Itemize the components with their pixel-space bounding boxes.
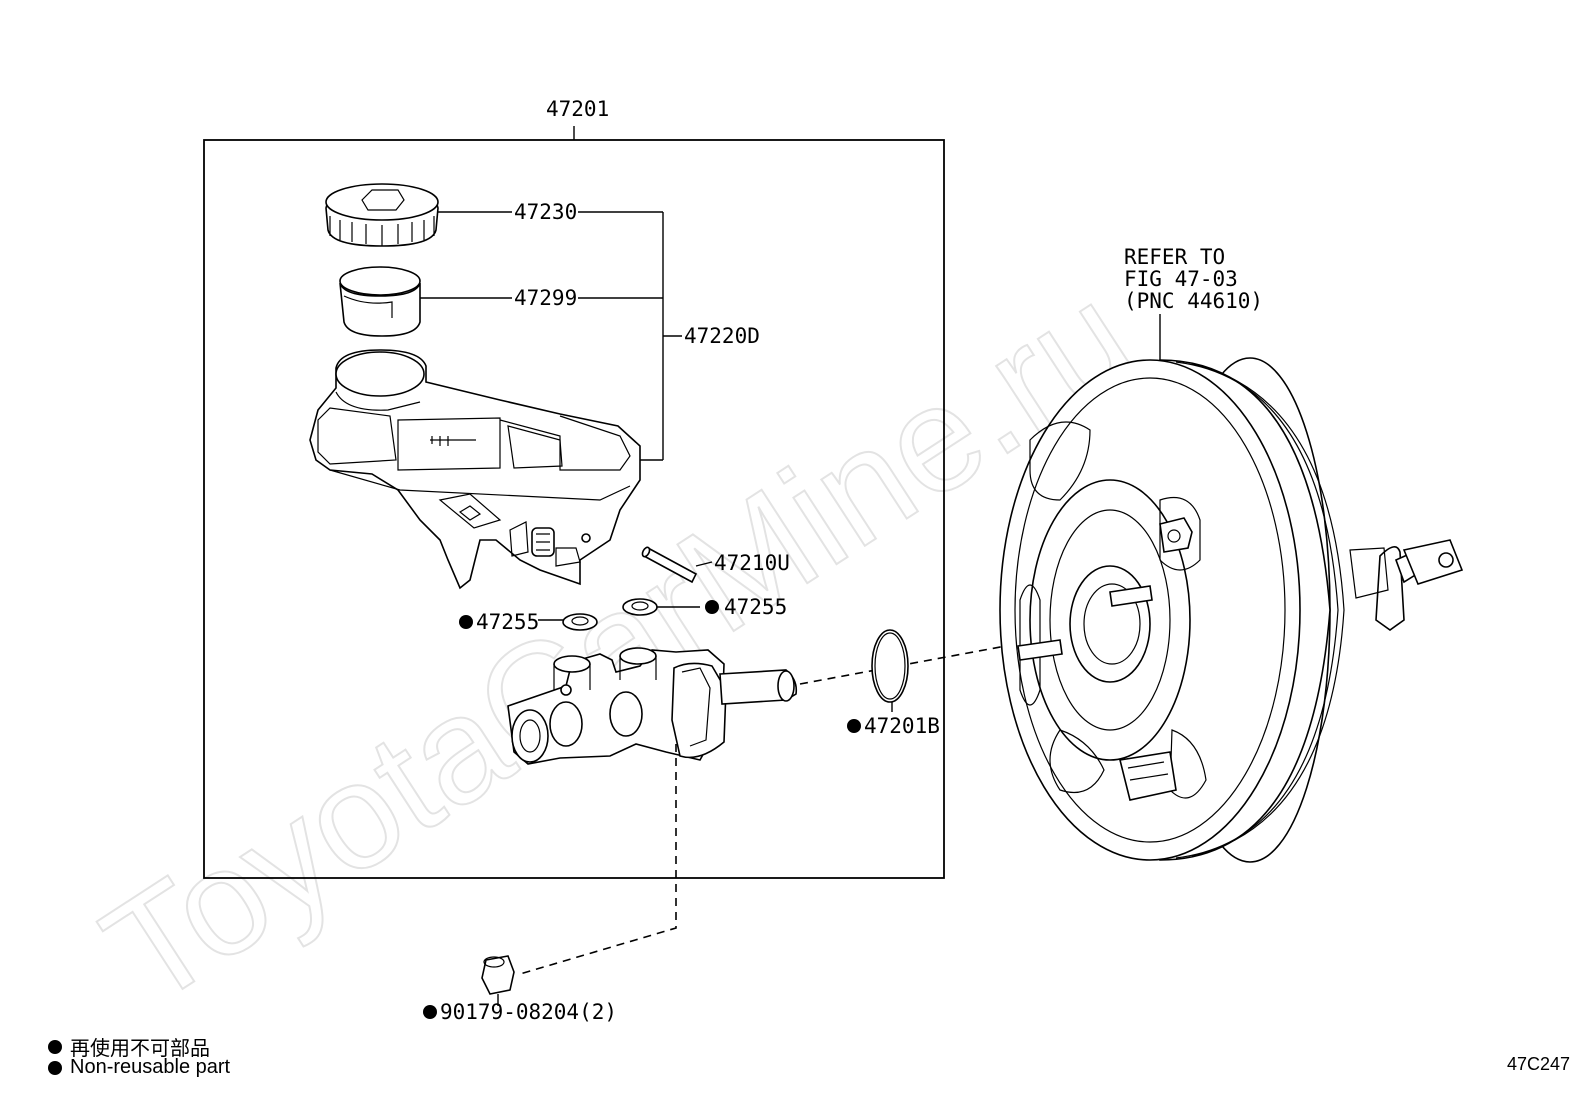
non-reusable-marker [705, 600, 719, 614]
bullet-icon [48, 1060, 62, 1075]
label-47220D: 47220D [684, 324, 760, 348]
pin [641, 546, 698, 584]
bullet-icon [48, 1039, 62, 1054]
refer-line-2: FIG 47-03 [1124, 267, 1238, 291]
grommet-right [622, 598, 658, 616]
non-reusable-marker [423, 1005, 437, 1019]
label-47201: 47201 [546, 97, 609, 121]
master-cylinder [507, 647, 798, 765]
non-reusable-marker [847, 719, 861, 733]
label-47201B: 47201B [864, 714, 940, 738]
legend-english-text: Non-reusable part [70, 1056, 231, 1078]
label-47255-right: 47255 [724, 595, 787, 619]
reservoir-cap [325, 183, 439, 247]
brake-fluid-reservoir [309, 349, 641, 590]
legend-japanese-text: 再使用不可部品 [70, 1038, 210, 1060]
plug [481, 955, 515, 995]
label-90179-08204: 90179-08204(2) [440, 1000, 617, 1024]
grommet-left [562, 613, 598, 631]
legend-english: Non-reusable part [48, 1056, 230, 1079]
o-ring [871, 629, 909, 703]
label-47299: 47299 [514, 286, 577, 310]
non-reusable-marker [459, 615, 473, 629]
legend-japanese: 再使用不可部品 [48, 1032, 210, 1061]
watermark: ToyotaCarMine.ru [76, 251, 1160, 1037]
figure-code: 47C247 [1506, 1054, 1570, 1074]
refer-line-1: REFER TO [1124, 245, 1225, 269]
brake-booster [999, 357, 1464, 863]
strainer [339, 266, 421, 337]
label-47230: 47230 [514, 200, 577, 224]
label-47210U: 47210U [714, 551, 790, 575]
label-47255-left: 47255 [476, 610, 539, 634]
refer-line-3: (PNC 44610) [1124, 289, 1263, 313]
